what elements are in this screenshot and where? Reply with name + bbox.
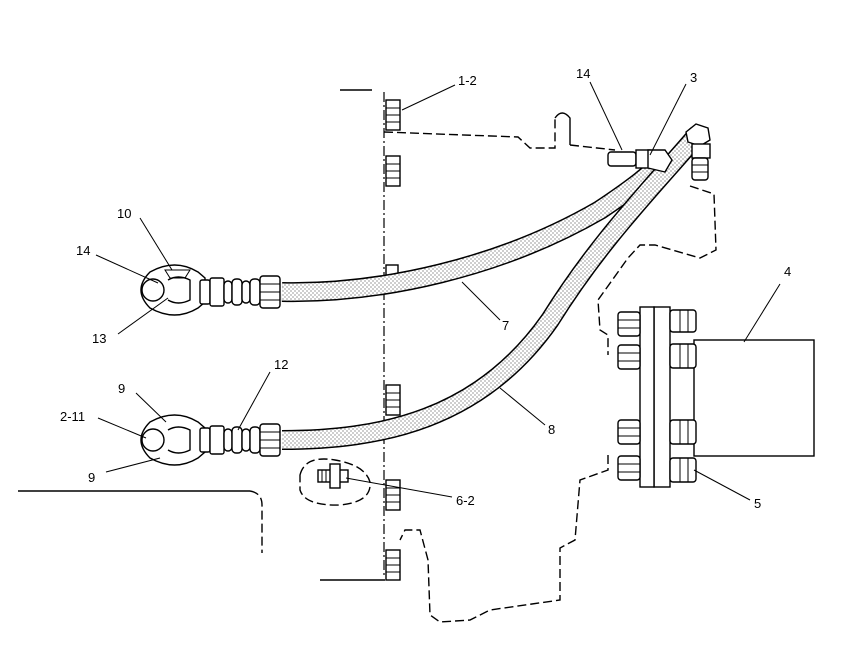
plate-bolts	[385, 99, 401, 581]
callout-1-2: 1-2	[458, 73, 477, 88]
callout-13: 13	[92, 331, 106, 346]
hose-clip	[299, 458, 371, 506]
upper-right-fittings	[607, 123, 711, 181]
hose-8	[281, 127, 706, 450]
frame-outline	[18, 490, 263, 553]
callout-9-top: 9	[118, 381, 125, 396]
mounting-plate-outline	[320, 89, 717, 623]
callout-14-top: 14	[576, 66, 590, 81]
callout-3: 3	[690, 70, 697, 85]
lower-banjo-fitting	[140, 414, 281, 466]
callout-6-2: 6-2	[456, 493, 475, 508]
motor-valve-assembly	[617, 306, 815, 488]
callout-4: 4	[784, 264, 791, 279]
leader-lines	[95, 81, 781, 501]
callout-5: 5	[754, 496, 761, 511]
callout-14-left: 14	[76, 243, 90, 258]
callout-10: 10	[117, 206, 131, 221]
callout-2-11: 2-11	[60, 409, 85, 424]
callout-9-bottom: 9	[88, 470, 95, 485]
callout-8: 8	[548, 422, 555, 437]
upper-banjo-fitting	[140, 264, 281, 316]
callout-7: 7	[502, 318, 509, 333]
callout-12: 12	[274, 357, 288, 372]
hose-7	[281, 153, 672, 303]
callout-labels: 1-2 14 3 4 10 14 13 7 9 12 2-11 9 8 6-2 …	[60, 66, 791, 511]
